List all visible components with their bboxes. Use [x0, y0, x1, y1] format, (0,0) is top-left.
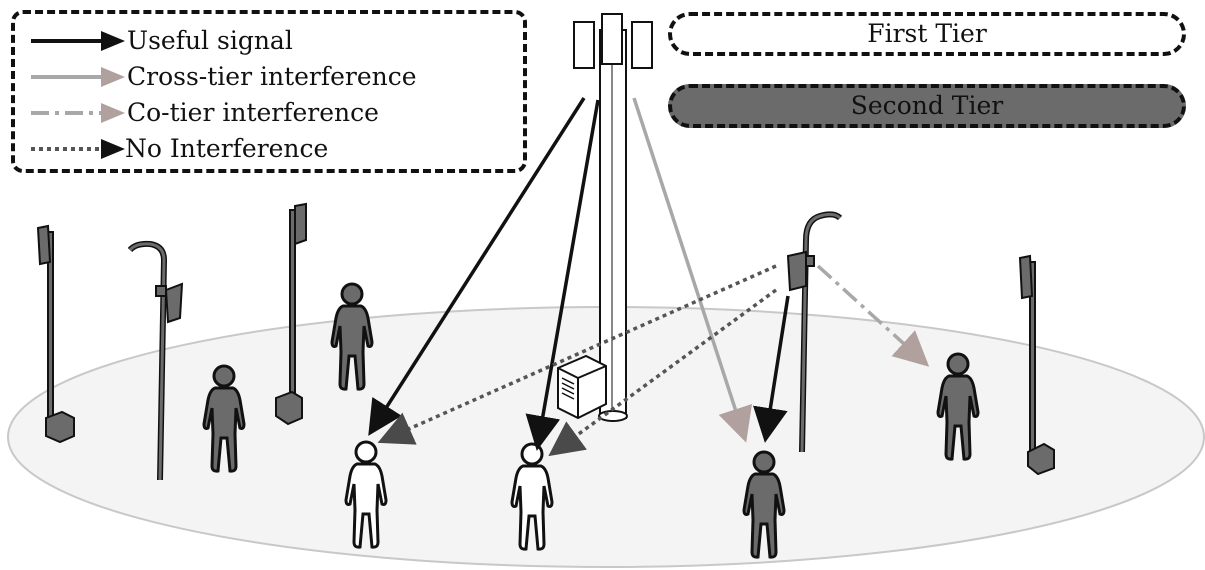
- legend-label-useful-signal: Useful signal: [127, 26, 293, 55]
- second-tier-box: Second Tier: [668, 84, 1186, 128]
- first-tier-box: First Tier: [668, 12, 1186, 56]
- cross-tier-interference-arrow: [632, 97, 752, 443]
- solid-grey-arrow-icon: [31, 67, 125, 87]
- useful-signal-arrows: [368, 97, 790, 451]
- small-cell-pole-3: [275, 202, 307, 426]
- legend-label-no-interference: No Interference: [125, 134, 329, 163]
- small-cell-pole-5: [1018, 254, 1055, 476]
- legend: Useful signal Cross-tier interference Co…: [11, 10, 527, 173]
- legend-label-cross-tier: Cross-tier interference: [127, 62, 417, 91]
- dotted-arrow-icon: [31, 139, 125, 159]
- small-cell-pole-1: [36, 224, 75, 444]
- legend-label-co-tier: Co-tier interference: [127, 98, 379, 127]
- equipment-cabinet: [557, 354, 607, 420]
- solid-black-arrow-icon: [31, 31, 125, 51]
- no-interference-arrows: [377, 264, 778, 457]
- dashdot-grey-arrow-icon: [31, 103, 125, 123]
- small-cell-pole-4: [786, 211, 843, 453]
- co-tier-interference-arrow: [816, 264, 930, 367]
- macro-base-station: [573, 13, 653, 422]
- small-cell-pole-2: [127, 240, 184, 481]
